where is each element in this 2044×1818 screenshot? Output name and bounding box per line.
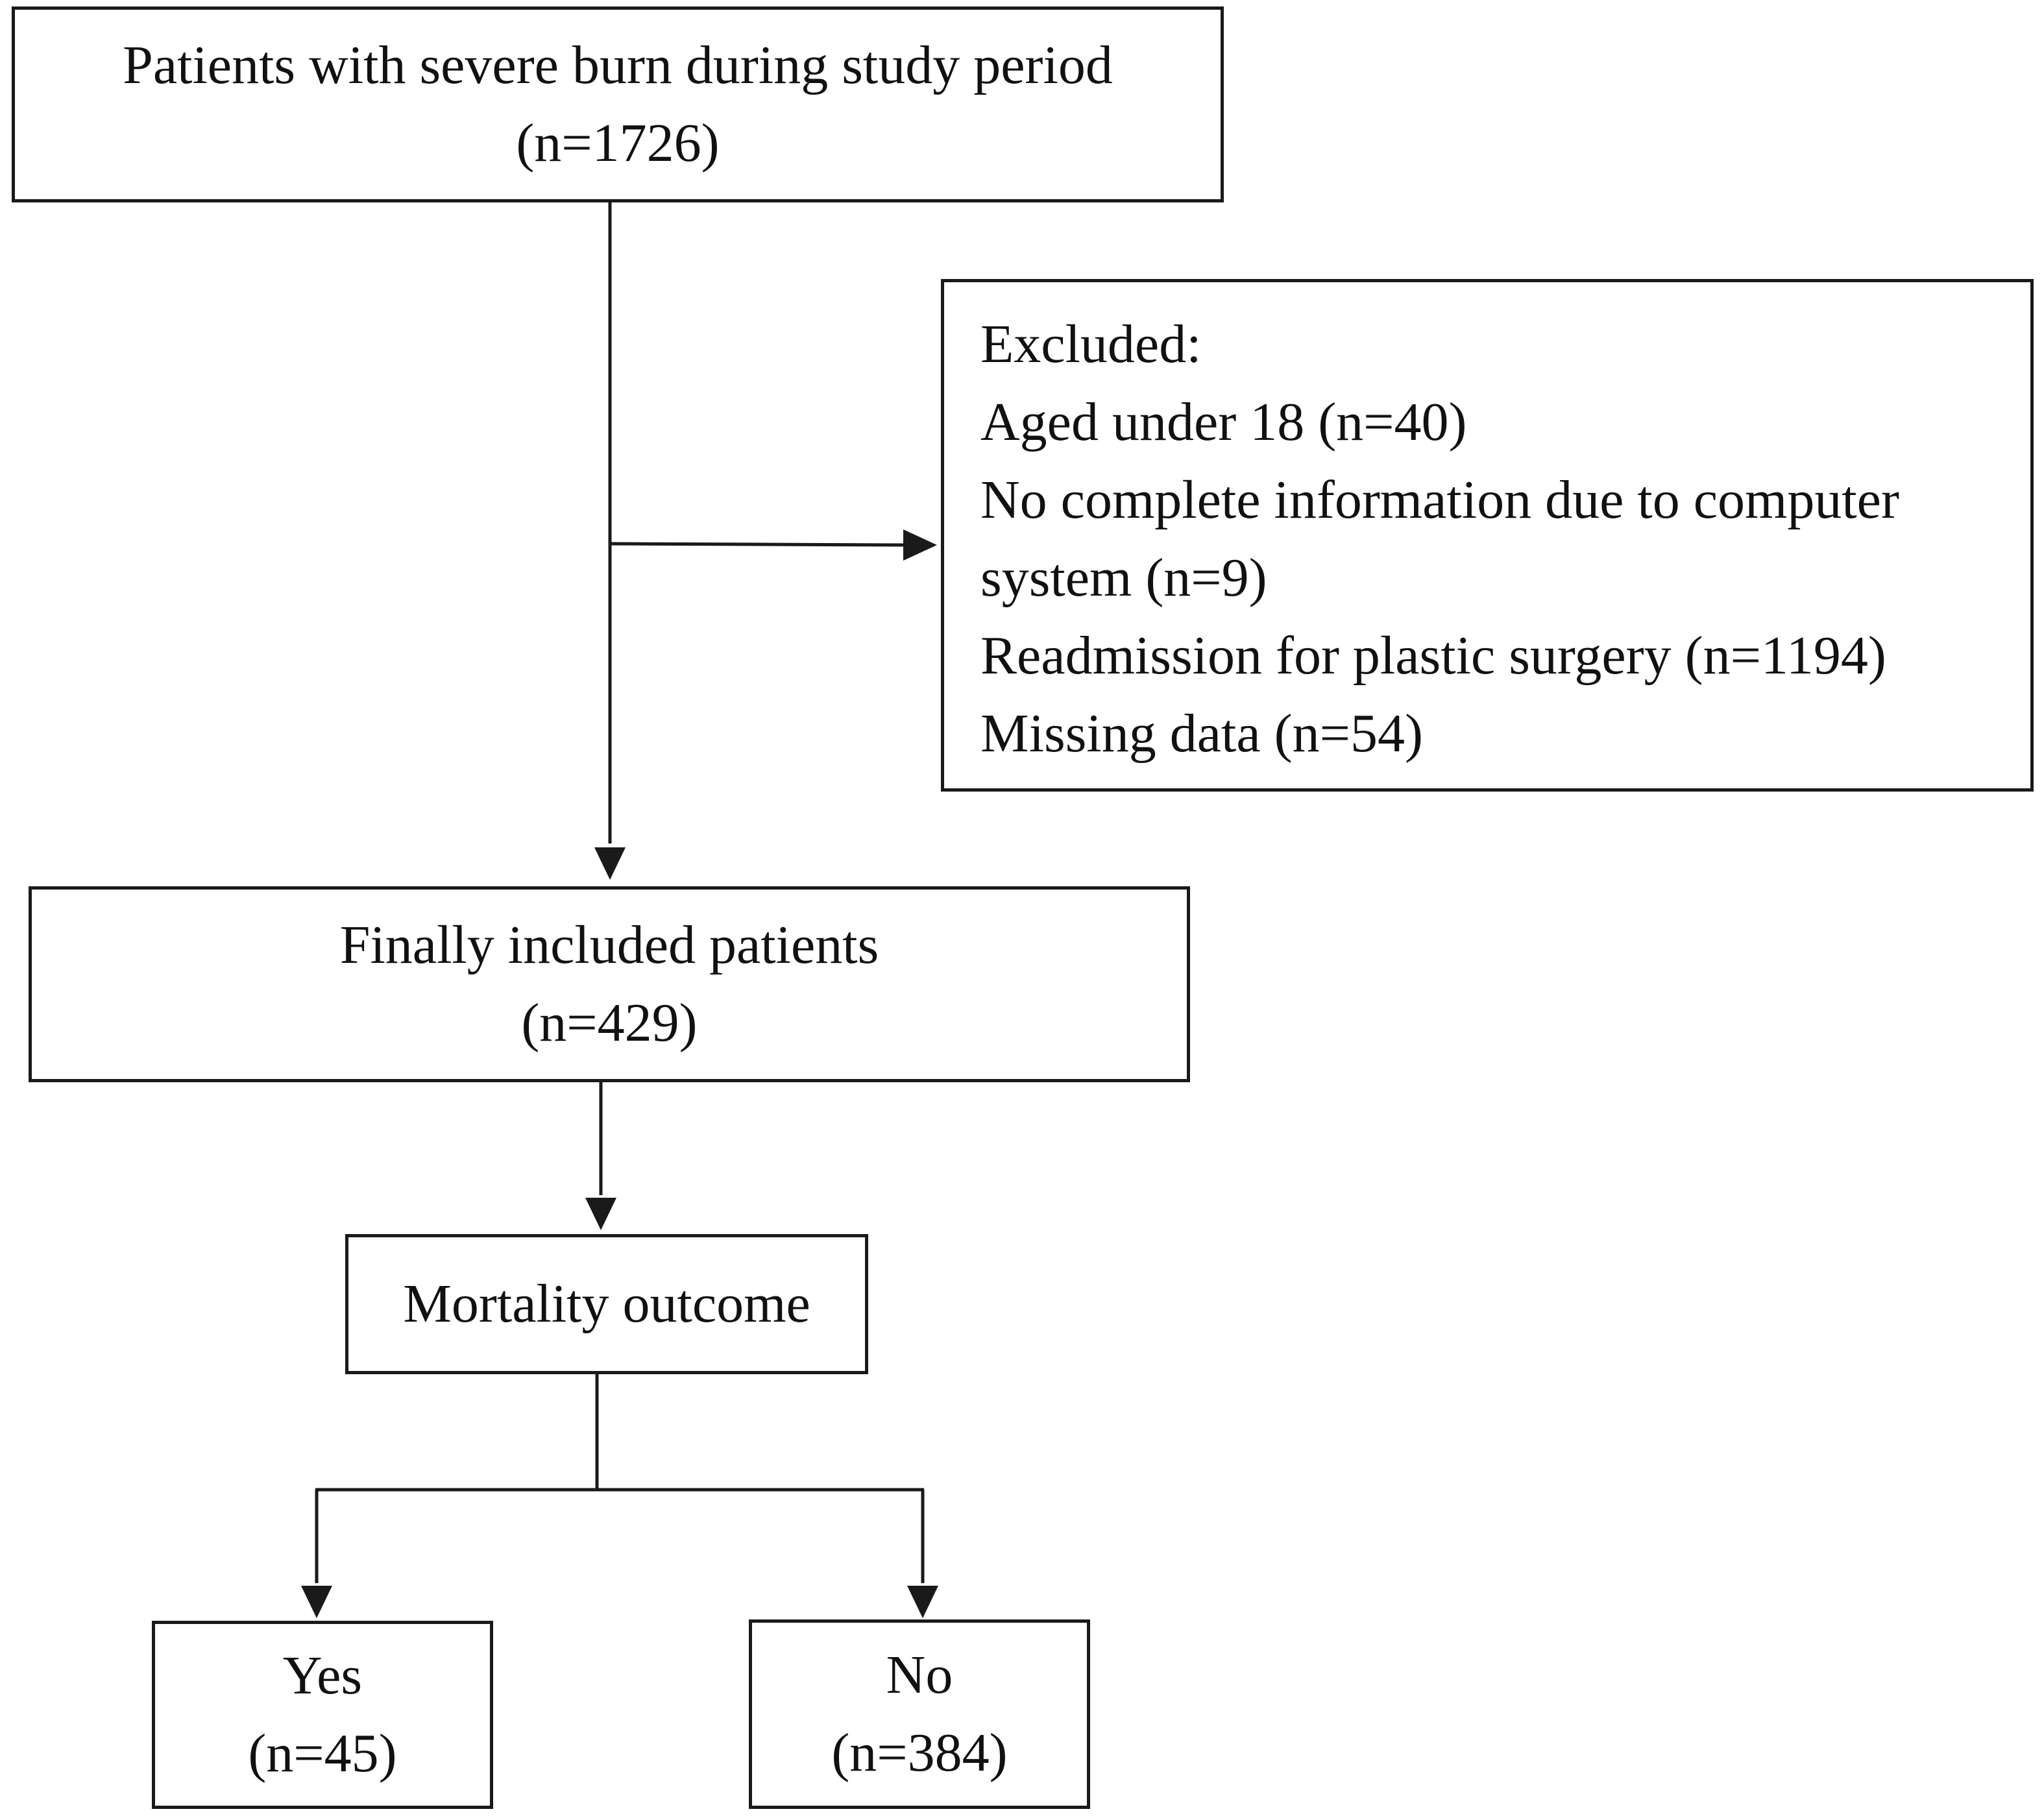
node-outcome-yes-label: Yes: [282, 1645, 363, 1706]
node-excluded-aged-under-18: Aged under 18 (n=40): [980, 392, 1467, 452]
arrow-trunk-to-excluded: [609, 542, 904, 547]
node-mortality-outcome-title: Mortality outcome: [403, 1274, 810, 1334]
arrowhead-final: [594, 847, 626, 880]
arrowhead-excluded: [903, 529, 937, 561]
node-finally-included-count: (n=429): [521, 993, 698, 1053]
node-mortality-outcome: Mortality outcome: [345, 1234, 868, 1374]
node-outcome-no: No (n=384): [749, 1619, 1090, 1809]
arrowhead-outcome: [585, 1198, 616, 1230]
node-outcome-no-count: (n=384): [831, 1723, 1008, 1783]
node-study-population-count: (n=1726): [516, 113, 720, 173]
node-excluded-incomplete-info-cont: system (n=9): [980, 548, 1267, 608]
arrowhead-yes: [301, 1586, 332, 1618]
node-study-population: Patients with severe burn during study p…: [12, 6, 1224, 202]
node-outcome-no-label: No: [886, 1645, 953, 1705]
node-excluded-incomplete-info: No complete information due to computer: [980, 470, 1899, 530]
node-outcome-yes: Yes (n=45): [152, 1621, 493, 1809]
node-outcome-yes-count: (n=45): [248, 1723, 397, 1784]
node-finally-included-title: Finally included patients: [339, 915, 879, 975]
node-excluded-readmission: Readmission for plastic surgery (n=1194): [980, 625, 1886, 686]
node-excluded-missing-data: Missing data (n=54): [980, 703, 1423, 764]
node-finally-included: Finally included patients (n=429): [29, 886, 1190, 1082]
node-study-population-title: Patients with severe burn during study p…: [123, 35, 1113, 95]
node-excluded: Excluded: Aged under 18 (n=40) No comple…: [941, 279, 2034, 792]
node-excluded-heading: Excluded:: [980, 314, 1202, 374]
arrowhead-no: [907, 1586, 938, 1618]
